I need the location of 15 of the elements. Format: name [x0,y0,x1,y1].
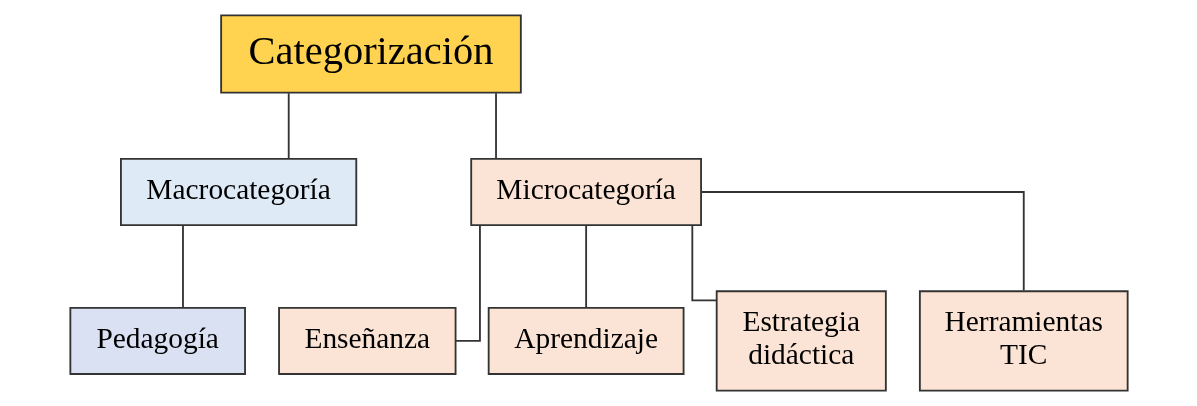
node-box: Microcategoría [469,157,702,226]
node-box: Estrategia didáctica [715,290,887,392]
node-box: Pedagogía [68,306,246,375]
connector [699,191,1025,292]
connector [287,92,290,160]
connector [584,224,587,309]
connector [494,92,497,160]
node-box: Aprendizaje [487,306,684,375]
node-box: Macrocategoría [119,157,357,226]
node-box: Enseñanza [277,306,456,375]
connector [454,224,481,342]
connector [690,224,717,302]
connector [181,224,184,309]
node-box: Herramientas TIC [918,290,1129,392]
node-box: Categorización [219,14,522,94]
